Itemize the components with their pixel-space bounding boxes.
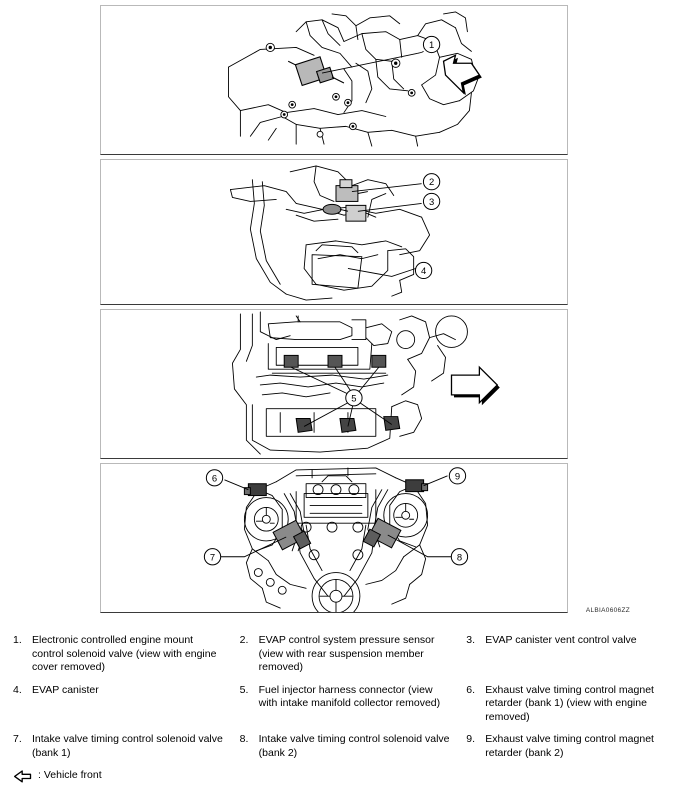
callout-7: 7 (203, 548, 222, 566)
svg-text:4: 4 (421, 265, 426, 276)
legend-item-5: 5. Fuel injector harness connector (view… (233, 684, 460, 725)
vehicle-front-arrow-icon (450, 365, 500, 406)
legend-item-8: 8. Intake valve timing control solenoid … (233, 733, 460, 760)
legend-item-number: 3. (466, 634, 476, 646)
legend-item-number: 9. (466, 733, 476, 745)
left-arrow-icon (13, 769, 33, 783)
callout-2: 2 (422, 173, 441, 191)
legend-item-number: 1. (13, 634, 22, 646)
callout-1: 1 (421, 35, 441, 54)
valve-timing-control-drawing: 6 7 9 8 (203, 467, 469, 612)
figure-panel-engine-mount-solenoid: 1 (100, 5, 568, 155)
engine-mount-solenoid-drawing: 1 (228, 11, 482, 147)
callout-8: 8 (450, 548, 469, 566)
legend-item-label: Exhaust valve timing control magnet reta… (485, 733, 654, 759)
callout-5: 5 (345, 389, 363, 407)
legend-item-number: 2. (239, 634, 249, 646)
evap-components-drawing: 2 3 4 (229, 165, 441, 301)
figure-panel-stack: 1 (100, 5, 570, 617)
legend-item-label: Intake valve timing control solenoid val… (32, 733, 223, 759)
legend-item-9: 9. Exhaust valve timing control magnet r… (459, 733, 676, 760)
legend-item-number: 6. (466, 683, 476, 696)
svg-text:2: 2 (429, 176, 434, 187)
figure-id-code: ALBIA0606ZZ (585, 607, 630, 614)
legend-item-number: 8. (239, 733, 249, 745)
component-legend: 1. Electronic controlled engine mount co… (0, 634, 682, 783)
vehicle-front-arrow-icon (442, 54, 482, 96)
svg-text:6: 6 (212, 472, 217, 483)
legend-item-6: 6. Exhaust valve timing control magnet r… (459, 684, 676, 725)
callout-4: 4 (414, 261, 433, 280)
svg-text:5: 5 (351, 392, 356, 403)
legend-note-label: : Vehicle front (38, 769, 102, 782)
figure-panel-fuel-injector-harness: 5 (100, 309, 568, 459)
legend-row: 4. EVAP canister 5. Fuel injector harnes… (6, 684, 676, 725)
legend-item-label: Electronic controlled engine mount contr… (32, 634, 217, 673)
legend-item-2: 2. EVAP control system pressure sensor (… (233, 634, 460, 675)
legend-item-label: EVAP control system pressure sensor (vie… (258, 634, 435, 673)
figure-panel-evap-components: 2 3 4 (100, 159, 568, 305)
legend-item-label: Fuel injector harness connector (view wi… (258, 683, 441, 710)
figure-panel-valve-timing-control: 6 7 9 8 (100, 463, 568, 613)
svg-text:9: 9 (455, 470, 460, 481)
callout-3: 3 (422, 192, 441, 211)
svg-text:8: 8 (457, 551, 462, 562)
legend-item-number: 5. (239, 683, 249, 696)
legend-item-7: 7. Intake valve timing control solenoid … (6, 733, 233, 760)
legend-item-label: EVAP canister vent control valve (485, 634, 637, 646)
legend-item-3: 3. EVAP canister vent control valve (459, 634, 676, 675)
legend-item-label: Exhaust valve timing control magnet reta… (485, 683, 654, 723)
legend-row: 1. Electronic controlled engine mount co… (6, 634, 676, 675)
svg-text:3: 3 (429, 196, 434, 207)
legend-item-number: 7. (13, 733, 22, 745)
legend-item-4: 4. EVAP canister (6, 684, 233, 725)
svg-text:1: 1 (429, 39, 434, 50)
callout-9: 9 (448, 467, 467, 485)
callout-6: 6 (205, 469, 224, 487)
legend-item-label: EVAP canister (32, 683, 99, 696)
fuel-injector-harness-drawing: 5 (231, 311, 500, 455)
legend-vehicle-front-note: : Vehicle front (6, 769, 676, 783)
svg-text:7: 7 (210, 551, 215, 562)
legend-item-number: 4. (13, 683, 22, 696)
legend-item-1: 1. Electronic controlled engine mount co… (6, 634, 233, 675)
legend-item-label: Intake valve timing control solenoid val… (258, 733, 450, 759)
legend-row: 7. Intake valve timing control solenoid … (6, 733, 676, 760)
